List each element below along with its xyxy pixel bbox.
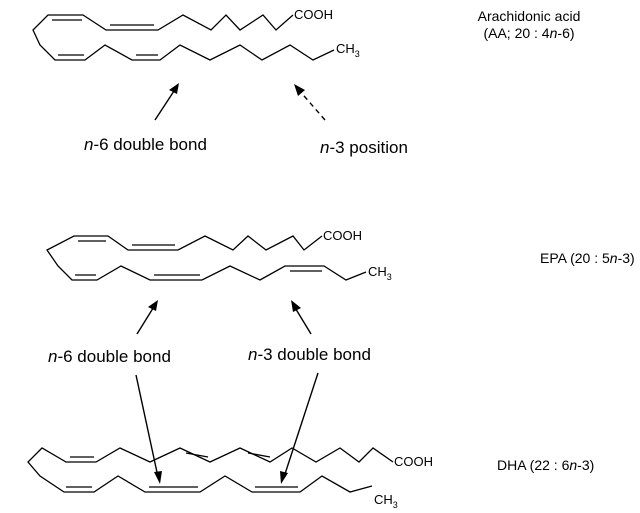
epa-n3-arrow bbox=[293, 305, 312, 335]
dha-methyl-group: CH3 bbox=[374, 492, 398, 510]
epa-n3-label: n-3 double bond bbox=[248, 345, 371, 364]
aa-n6-arrow bbox=[154, 87, 177, 121]
dha-n6-arrow bbox=[135, 374, 159, 478]
aa-n3-arrow bbox=[297, 88, 326, 121]
aa-n6-label: n-6 double bond bbox=[84, 135, 207, 154]
epa-chain bbox=[46, 235, 367, 281]
aa-chain-upper bbox=[32, 14, 335, 61]
aa-name-line1: Arachidonic acid bbox=[478, 8, 581, 24]
epa-name: EPA (20 : 5n-3) bbox=[540, 250, 635, 266]
epa-methyl-group: CH3 bbox=[368, 264, 392, 282]
dha-acid-group: COOH bbox=[394, 454, 433, 469]
epa-n3-arrowhead bbox=[291, 300, 301, 312]
aa-methyl-group: CH3 bbox=[336, 41, 360, 59]
dha-double-bond-2 bbox=[185, 452, 209, 458]
dha-chain bbox=[27, 447, 394, 493]
dha-structure: COOH CH3 bbox=[27, 447, 433, 510]
epa-structure: COOH CH3 bbox=[46, 228, 392, 282]
aa-n3-label: n-3 position bbox=[320, 138, 408, 157]
dha-name: DHA (22 : 6n-3) bbox=[497, 457, 594, 473]
dha-n6-arrowhead bbox=[154, 471, 162, 484]
epa-acid-group: COOH bbox=[323, 228, 362, 243]
dha-n3-arrow bbox=[283, 372, 319, 478]
dha-double-bond-3 bbox=[247, 452, 271, 458]
dha-n3-arrowhead bbox=[280, 471, 288, 484]
aa-n6-arrowhead bbox=[169, 83, 179, 94]
aa-n3-arrowhead bbox=[294, 84, 305, 96]
epa-n6-arrow bbox=[136, 304, 156, 335]
aa-name-line2: (AA; 20 : 4n-6) bbox=[483, 25, 574, 41]
epa-n6-label: n-6 double bond bbox=[48, 347, 171, 366]
epa-n6-arrowhead bbox=[148, 300, 158, 311]
aa-acid-group: COOH bbox=[294, 7, 333, 22]
arachidonic-acid-structure: COOH CH3 bbox=[32, 7, 360, 61]
